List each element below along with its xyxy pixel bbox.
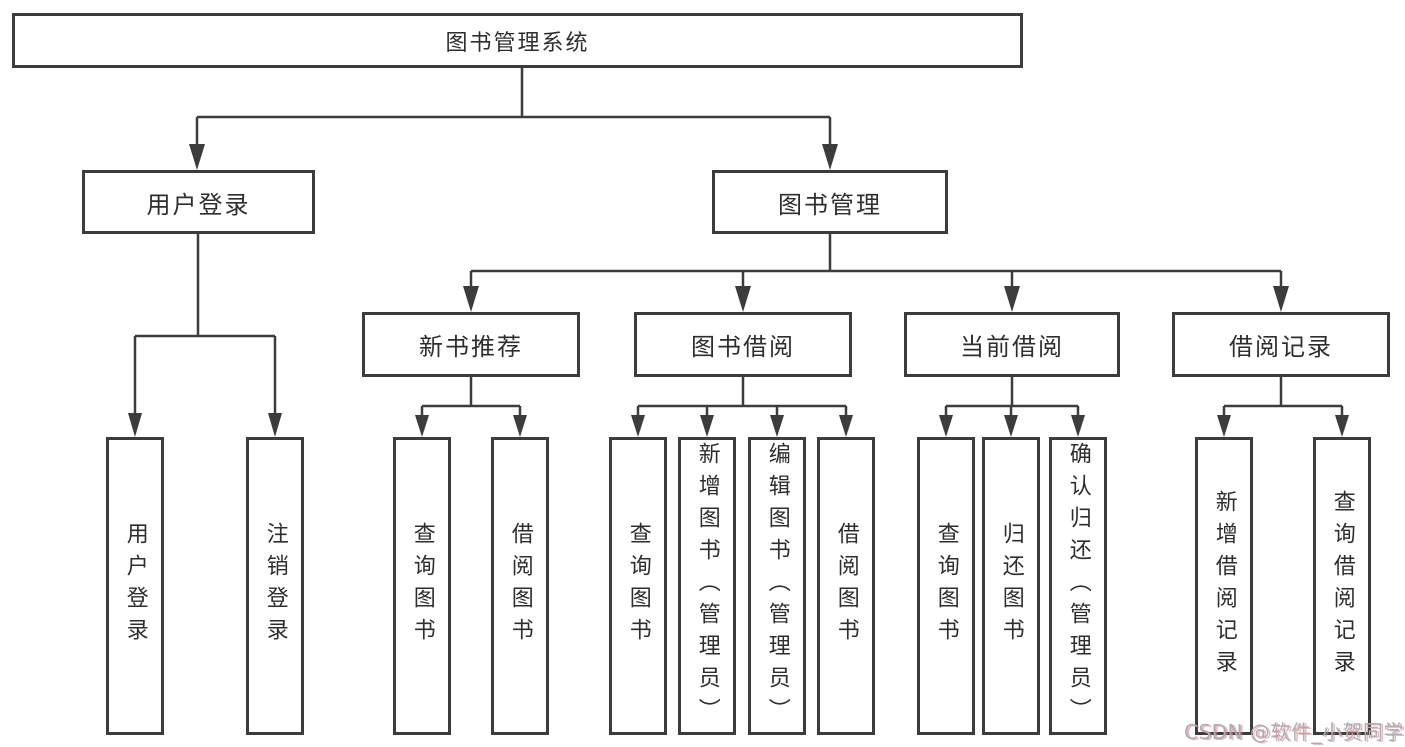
leaf-borrow-books-borrowing-label: 借阅图书: [833, 522, 859, 650]
leaf-edit-books-admin-label: 编辑图书（管理员）: [764, 442, 790, 730]
node-book-management: 图书管理: [712, 170, 948, 234]
leaf-query-books-borrowing: 查询图书: [609, 437, 667, 735]
arrowheads: [128, 144, 1349, 437]
leaf-logout: 注销登录: [246, 437, 304, 735]
node-user-login: 用户登录: [82, 170, 315, 234]
leaf-query-books-current: 查询图书: [917, 437, 975, 735]
leaf-logout-label: 注销登录: [262, 522, 288, 650]
leaf-borrow-books-recommend-label: 借阅图书: [507, 522, 533, 650]
leaf-borrow-books-recommend: 借阅图书: [491, 437, 549, 735]
leaf-query-books-current-label: 查询图书: [933, 522, 959, 650]
node-current-borrowing: 当前借阅: [904, 312, 1120, 377]
leaf-query-books-recommend: 查询图书: [393, 437, 451, 735]
leaf-query-borrow-record: 查询借阅记录: [1313, 437, 1371, 735]
leaf-user-login-label: 用户登录: [122, 522, 148, 650]
leaf-confirm-return-admin-label: 确认归还（管理员）: [1065, 442, 1091, 730]
leaf-edit-books-admin: 编辑图书（管理员）: [748, 437, 806, 735]
leaf-confirm-return-admin: 确认归还（管理员）: [1049, 437, 1107, 735]
csdn-watermark: CSDN @软件_小贺同学: [1184, 720, 1404, 744]
node-library-management-system: 图书管理系统: [12, 13, 1023, 68]
leaf-query-books-borrowing-label: 查询图书: [625, 522, 651, 650]
leaf-query-borrow-record-label: 查询借阅记录: [1329, 490, 1355, 682]
leaf-add-borrow-record-label: 新增借阅记录: [1211, 490, 1237, 682]
leaf-add-books-admin-label: 新增图书（管理员）: [694, 442, 720, 730]
leaf-borrow-books-borrowing: 借阅图书: [817, 437, 875, 735]
node-borrowing-records: 借阅记录: [1172, 312, 1390, 377]
leaf-query-books-recommend-label: 查询图书: [409, 522, 435, 650]
node-book-borrowing: 图书借阅: [634, 312, 852, 377]
leaf-return-books-label: 归还图书: [998, 522, 1024, 650]
leaf-add-borrow-record: 新增借阅记录: [1195, 437, 1253, 735]
tree-edges: [133, 67, 1344, 418]
leaf-add-books-admin: 新增图书（管理员）: [678, 437, 736, 735]
leaf-return-books: 归还图书: [982, 437, 1040, 735]
leaf-user-login: 用户登录: [106, 437, 164, 735]
node-new-book-recommendation: 新书推荐: [362, 312, 580, 377]
